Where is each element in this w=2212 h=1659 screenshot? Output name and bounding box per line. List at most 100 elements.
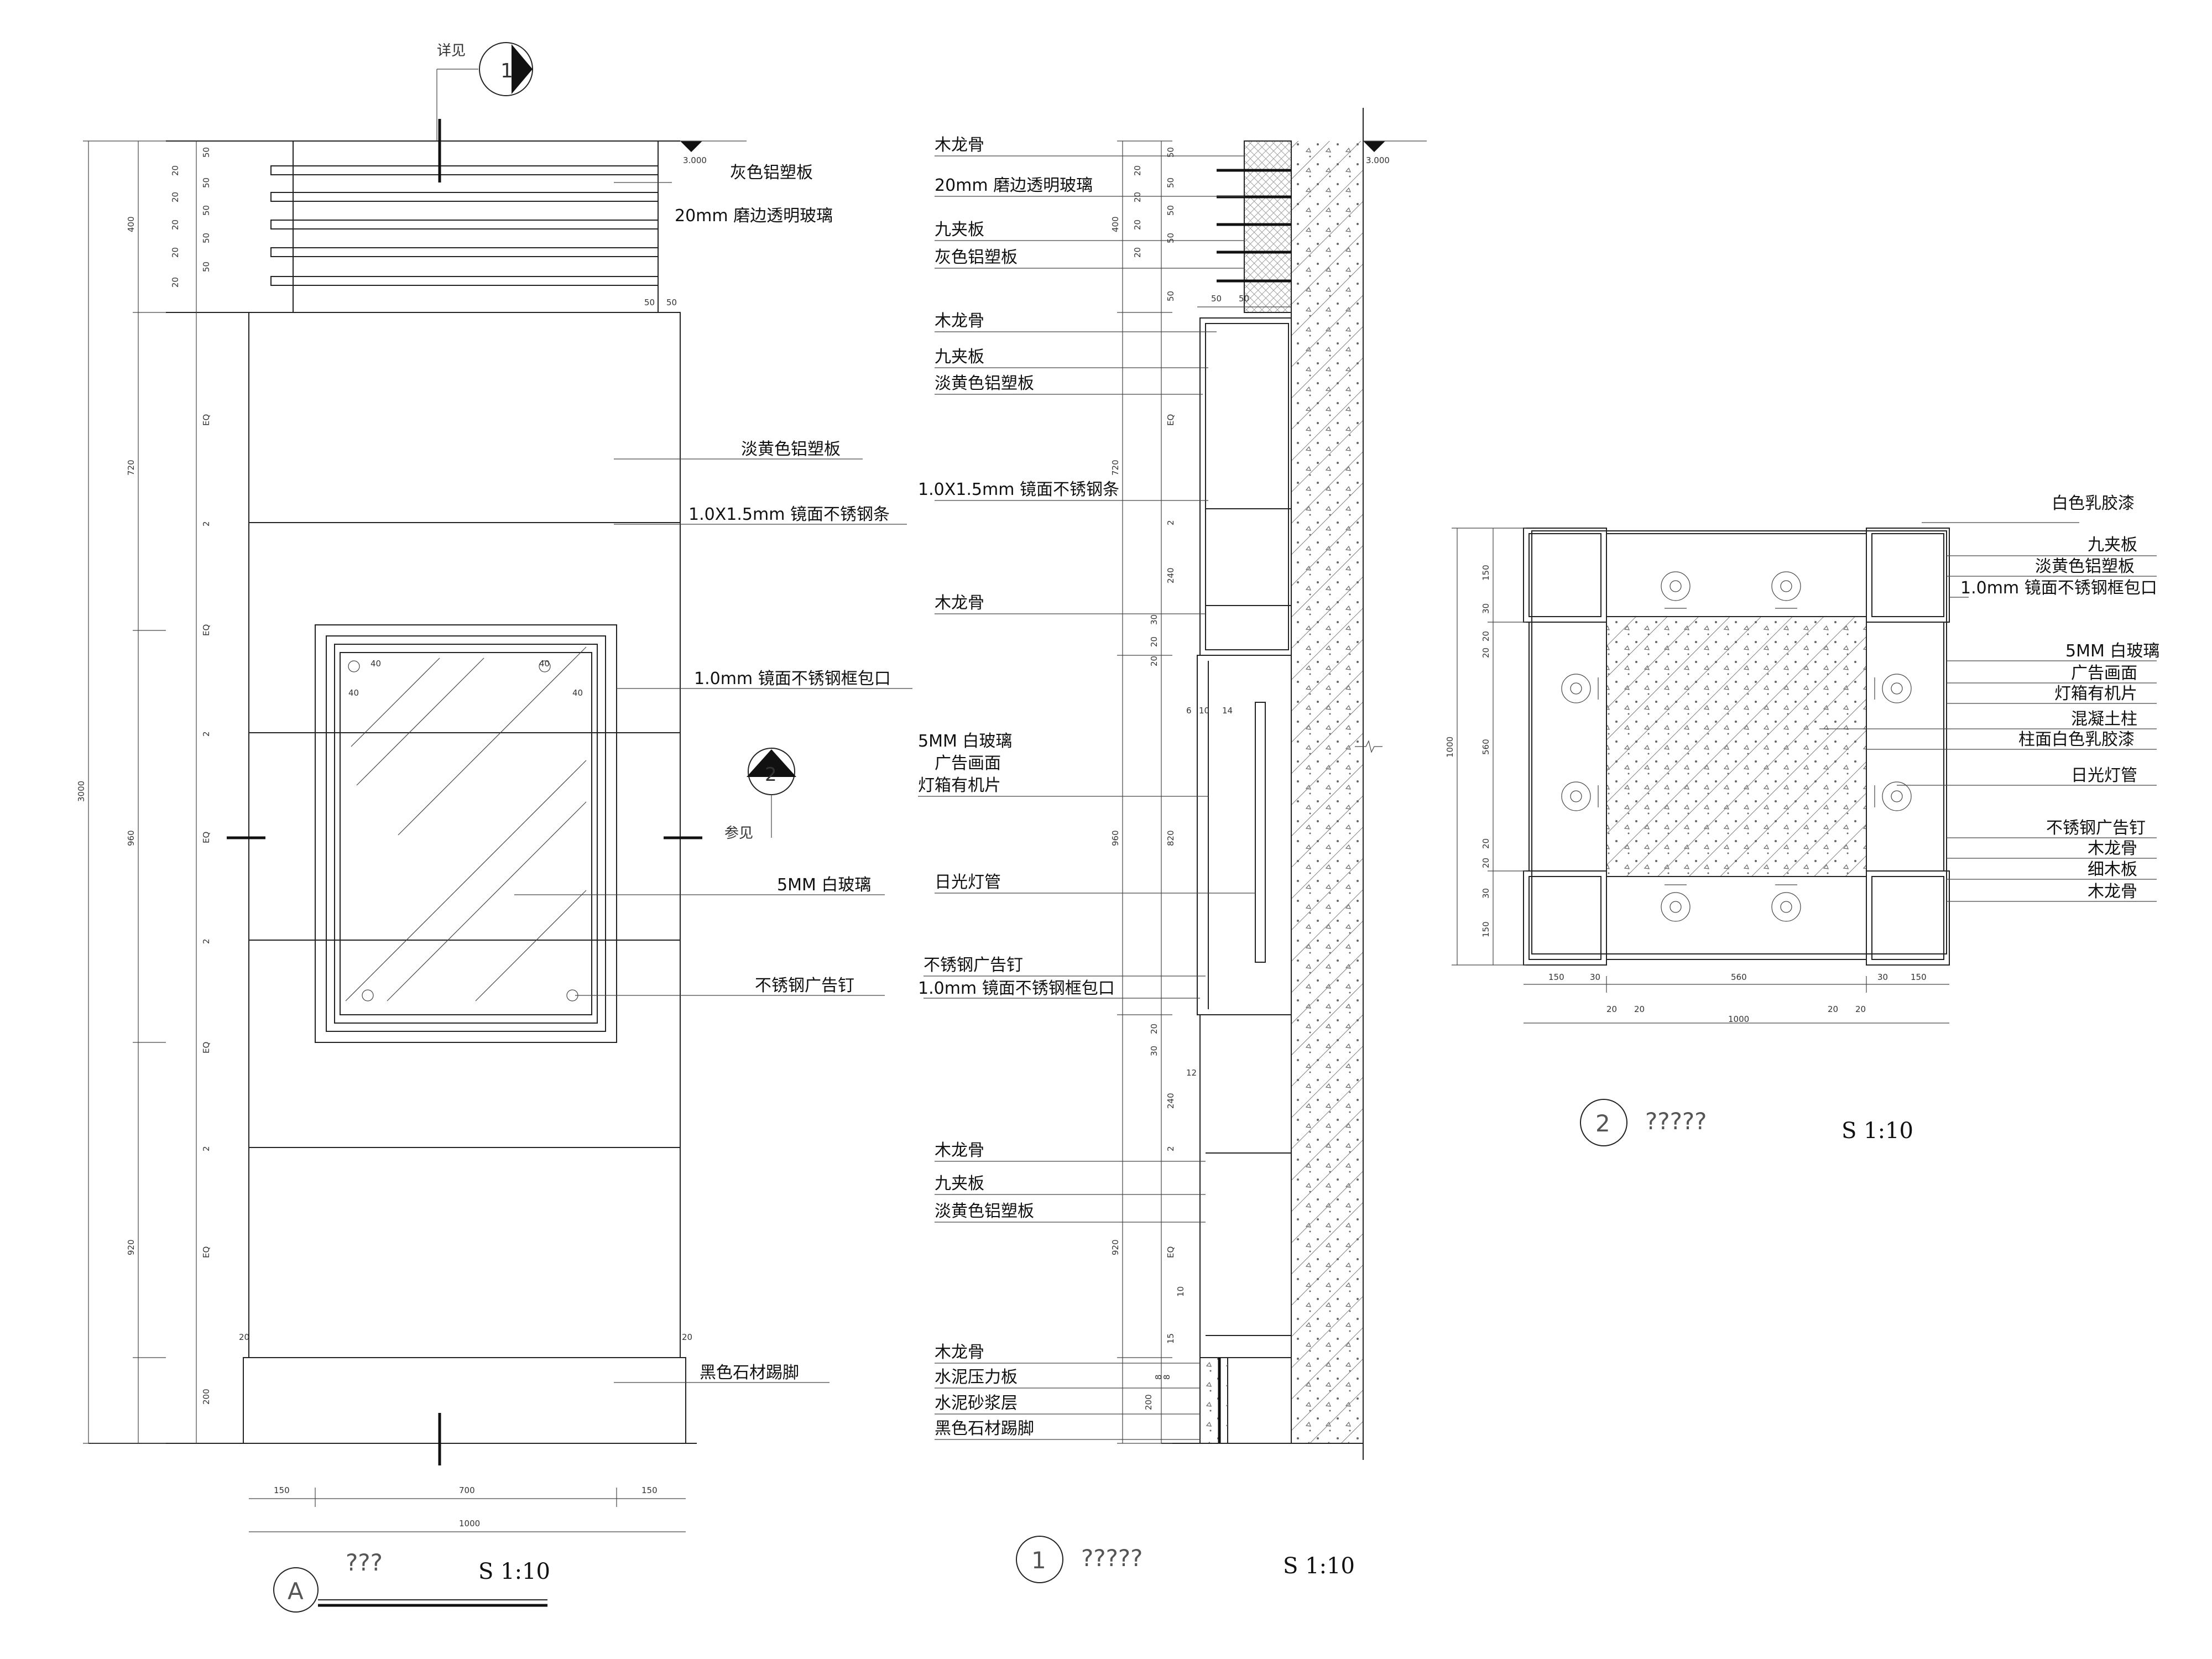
dim-920: 920 xyxy=(126,1239,136,1255)
label-yellow-panel: 淡黄色铝塑板 xyxy=(2035,557,2135,576)
label-concrete: 混凝土柱 xyxy=(2071,709,2137,729)
elevation-drawing xyxy=(83,42,912,1613)
label-steel-frame: 1.0mm 镜面不锈钢框包口 xyxy=(694,669,891,688)
dim-small: 50 xyxy=(201,147,211,158)
dim-150: 150 xyxy=(1911,972,1927,982)
dim-8: 8 xyxy=(1162,1374,1172,1380)
dim-1000: 1000 xyxy=(459,1519,480,1528)
label-wood-keel: 木龙骨 xyxy=(2088,882,2137,901)
dim-20: 20 xyxy=(239,1332,249,1342)
label-white-glass: 5MM 白玻璃 xyxy=(777,875,871,895)
title-marker: 2 xyxy=(1595,1110,1610,1137)
dim-6: 6 xyxy=(1186,706,1192,716)
dim-20: 20 xyxy=(1149,656,1159,666)
dim-small: 50 xyxy=(1166,178,1176,188)
label-yellow-panel: 淡黄色铝塑板 xyxy=(935,1202,1034,1221)
dim-small: 20 xyxy=(1133,192,1142,202)
dim-560: 560 xyxy=(1731,972,1747,982)
dim-40: 40 xyxy=(539,659,550,669)
dim-960: 960 xyxy=(1110,830,1120,846)
label-wood-keel: 木龙骨 xyxy=(935,135,984,155)
detail-ref: 详见 xyxy=(437,43,466,59)
dim-eq: EQ xyxy=(1166,414,1176,426)
label-column-paint: 柱面白色乳胶漆 xyxy=(2018,730,2135,749)
title-text: ??? xyxy=(346,1549,383,1576)
label-white-glass: 5MM 白玻璃 xyxy=(2065,641,2159,661)
dim-small: 50 xyxy=(201,205,211,216)
dim-small: 20 xyxy=(1133,247,1142,258)
dim-10: 10 xyxy=(1176,1286,1186,1297)
label-lamp: 日光灯管 xyxy=(935,873,1001,892)
label-ad-nail: 不锈钢广告钉 xyxy=(924,956,1023,975)
scale-text: S 1:10 xyxy=(1283,1553,1355,1579)
dim-20: 20 xyxy=(1828,1004,1838,1014)
dim-15: 15 xyxy=(1166,1333,1176,1344)
dim-small: 50 xyxy=(201,233,211,243)
label-skirting: 黑色石材踢脚 xyxy=(700,1363,799,1383)
dim-150: 150 xyxy=(1481,921,1491,937)
dim-40: 40 xyxy=(572,688,583,698)
dim-30: 30 xyxy=(1149,1046,1159,1056)
dim-small: 20 xyxy=(1133,165,1142,176)
dim-400: 400 xyxy=(126,216,136,232)
label-acrylic: 灯箱有机片 xyxy=(2054,684,2137,703)
dim-eq: EQ xyxy=(201,1246,211,1258)
dim-eq: EQ xyxy=(201,624,211,636)
dim-960: 960 xyxy=(126,830,136,846)
label-ad-picture: 广告画面 xyxy=(935,754,1001,773)
dim-small: 50 xyxy=(201,262,211,272)
dim-200: 200 xyxy=(1144,1394,1154,1410)
label-yellow-panel: 淡黄色铝塑板 xyxy=(741,440,841,459)
dim-2: 2 xyxy=(1166,1146,1176,1151)
label-yellow-panel: 淡黄色铝塑板 xyxy=(935,374,1034,393)
dim-small: 50 xyxy=(1166,233,1176,243)
dim-2: 2 xyxy=(201,938,211,944)
dim-30: 30 xyxy=(1149,614,1159,625)
dim-small: 20 xyxy=(170,220,180,230)
label-skirting: 黑色石材踢脚 xyxy=(935,1419,1034,1438)
plan-labels: 白色乳胶漆 九夹板 淡黄色铝塑板 1.0mm 镜面不锈钢框包口 5MM 白玻璃 … xyxy=(1445,494,2159,1144)
dim-small: 50 xyxy=(201,178,211,188)
dim-1000: 1000 xyxy=(1728,1014,1749,1024)
dim-eq: EQ xyxy=(201,832,211,843)
dim-2: 2 xyxy=(201,1146,211,1151)
label-wood-keel: 木龙骨 xyxy=(935,1141,984,1160)
section-bubble-number: 2 xyxy=(765,764,777,786)
dim-30: 30 xyxy=(1481,603,1491,614)
dim-40: 40 xyxy=(348,688,359,698)
dim-20: 20 xyxy=(1481,858,1491,868)
dim-20: 20 xyxy=(1149,637,1159,647)
elevation-labels: 灰色铝塑板 20mm 磨边透明玻璃 淡黄色铝塑板 1.0X1.5mm 镜面不锈钢… xyxy=(76,43,891,1605)
section-labels: 木龙骨 20mm 磨边透明玻璃 九夹板 灰色铝塑板 木龙骨 九夹板 淡黄色铝塑板… xyxy=(918,135,1390,1579)
label-steel-frame: 1.0mm 镜面不锈钢框包口 xyxy=(918,979,1115,998)
dim-20: 20 xyxy=(1481,648,1491,658)
dim-12: 12 xyxy=(1186,1068,1197,1078)
label-plywood: 九夹板 xyxy=(935,220,984,239)
scale-text: S 1:10 xyxy=(1841,1118,1913,1144)
label-glass-20: 20mm 磨边透明玻璃 xyxy=(675,206,833,226)
dim-20: 20 xyxy=(1855,1004,1866,1014)
label-cement-board: 水泥压力板 xyxy=(935,1368,1018,1387)
dim-small: 20 xyxy=(170,247,180,258)
label-plywood: 九夹板 xyxy=(935,347,984,367)
label-steel-strip: 1.0X1.5mm 镜面不锈钢条 xyxy=(918,480,1119,499)
dim-eq: EQ xyxy=(201,414,211,426)
label-white-paint: 白色乳胶漆 xyxy=(2052,494,2135,513)
dim-30: 30 xyxy=(1877,972,1888,982)
label-steel-strip: 1.0X1.5mm 镜面不锈钢条 xyxy=(688,505,890,524)
detail-bubble-number: 1 xyxy=(500,60,513,82)
dim-240: 240 xyxy=(1166,1093,1176,1109)
dim-small: 20 xyxy=(1133,220,1142,230)
see-ref: 参见 xyxy=(724,825,753,842)
dim-14: 14 xyxy=(1222,706,1233,716)
label-plywood: 九夹板 xyxy=(935,1174,984,1193)
dim-20: 20 xyxy=(1481,631,1491,641)
dim-50: 50 xyxy=(1211,294,1222,304)
label-ad-picture: 广告画面 xyxy=(2071,664,2137,683)
dim-50: 50 xyxy=(666,298,677,307)
level-marker: 3.000 xyxy=(1366,155,1390,165)
dim-eq: EQ xyxy=(1166,1246,1176,1258)
label-ad-nail: 不锈钢广告钉 xyxy=(755,976,854,995)
dim-10: 10 xyxy=(1199,706,1209,716)
